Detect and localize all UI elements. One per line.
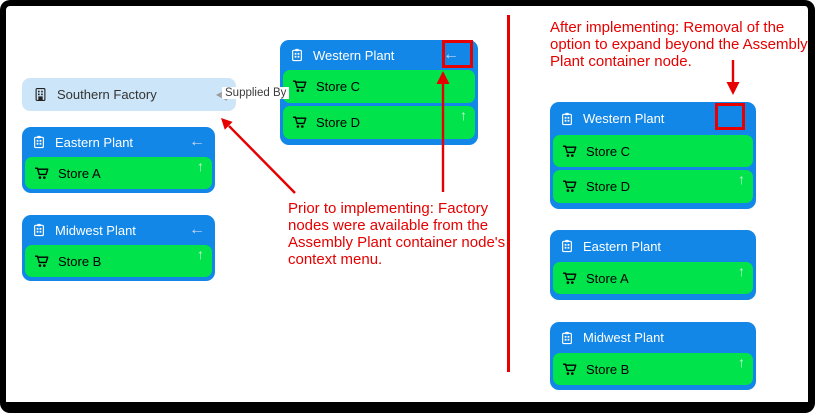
cart-icon	[34, 166, 49, 181]
plant-icon	[560, 239, 574, 253]
node-label: Store D	[316, 115, 361, 130]
divider-line	[507, 15, 510, 372]
node-label: Store C	[316, 79, 361, 94]
container-eastern-plant-after[interactable]: Eastern Plant Store A ↑	[550, 230, 756, 300]
annotation-after-note: After implementing: Removal of the optio…	[550, 19, 808, 70]
plant-icon	[32, 223, 46, 237]
node-label: Store C	[586, 143, 631, 159]
container-western-plant-after[interactable]: Western Plant Store C	[550, 102, 756, 209]
container-header[interactable]: Eastern Plant	[550, 230, 756, 262]
plant-icon	[290, 48, 304, 62]
cart-icon	[292, 115, 307, 130]
factory-icon	[33, 87, 48, 102]
container-header[interactable]: Western Plant	[550, 102, 756, 135]
plant-icon	[32, 135, 46, 149]
container-header[interactable]: Western Plant ←	[280, 40, 478, 70]
node-label: Store D	[586, 179, 631, 194]
cart-icon	[562, 271, 577, 286]
expand-arrow-icon[interactable]: ↑	[738, 263, 745, 279]
edge-label-supplied-by: Supplied By	[222, 87, 290, 99]
cart-icon	[562, 179, 577, 194]
collapse-arrow-icon[interactable]: ←	[443, 46, 459, 63]
node-store-a-after[interactable]: Store A ↑	[553, 262, 753, 294]
container-label: Western Plant	[583, 111, 665, 126]
container-header[interactable]: Midwest Plant ←	[22, 215, 215, 245]
node-label: Store A	[58, 165, 101, 181]
container-label: Midwest Plant	[583, 330, 664, 345]
annotation-before-note: Prior to implementing: Factory nodes wer…	[288, 200, 506, 268]
expand-arrow-icon[interactable]: ↑	[197, 246, 204, 262]
node-label: Store B	[586, 361, 630, 377]
expand-arrow-icon[interactable]: ↑	[738, 171, 745, 187]
node-southern-factory[interactable]: Southern Factory	[22, 78, 236, 111]
node-store-d[interactable]: Store D ↑	[283, 106, 475, 139]
cart-icon	[34, 254, 49, 269]
container-western-plant[interactable]: Western Plant ← Store C	[280, 40, 478, 145]
node-store-c-after[interactable]: Store C	[553, 135, 753, 167]
container-midwest-plant[interactable]: Midwest Plant ← Store B ↑	[22, 215, 215, 281]
plant-icon	[560, 112, 574, 126]
node-label: Store A	[586, 270, 629, 286]
cart-icon	[562, 362, 577, 377]
highlight-box-before	[442, 40, 473, 68]
cart-icon	[562, 144, 577, 159]
expand-arrow-icon[interactable]: ↑	[197, 158, 204, 174]
collapse-arrow-icon[interactable]: ←	[189, 221, 205, 238]
container-label: Eastern Plant	[55, 134, 134, 150]
highlight-box-after	[715, 103, 745, 130]
node-store-d-after[interactable]: Store D ↑	[553, 170, 753, 203]
container-eastern-plant[interactable]: Eastern Plant ← Store A ↑	[22, 127, 215, 193]
node-store-b[interactable]: Store B ↑	[25, 245, 212, 277]
expand-arrow-icon[interactable]: ↑	[738, 354, 745, 370]
container-label: Western Plant	[313, 47, 395, 63]
node-label: Store B	[58, 253, 102, 269]
container-header[interactable]: Eastern Plant ←	[22, 127, 215, 157]
container-label: Eastern Plant	[583, 238, 662, 254]
plant-icon	[560, 331, 574, 345]
node-store-c[interactable]: Store C	[283, 70, 475, 103]
container-midwest-plant-after[interactable]: Midwest Plant Store B ↑	[550, 322, 756, 390]
node-store-b-after[interactable]: Store B ↑	[553, 353, 753, 385]
collapse-arrow-icon[interactable]: ←	[189, 133, 205, 150]
cart-icon	[292, 79, 307, 94]
node-store-a[interactable]: Store A ↑	[25, 157, 212, 189]
container-label: Midwest Plant	[55, 222, 136, 238]
expand-arrow-icon[interactable]: ↑	[460, 107, 467, 123]
node-label: Southern Factory	[57, 87, 157, 102]
container-header[interactable]: Midwest Plant	[550, 322, 756, 353]
